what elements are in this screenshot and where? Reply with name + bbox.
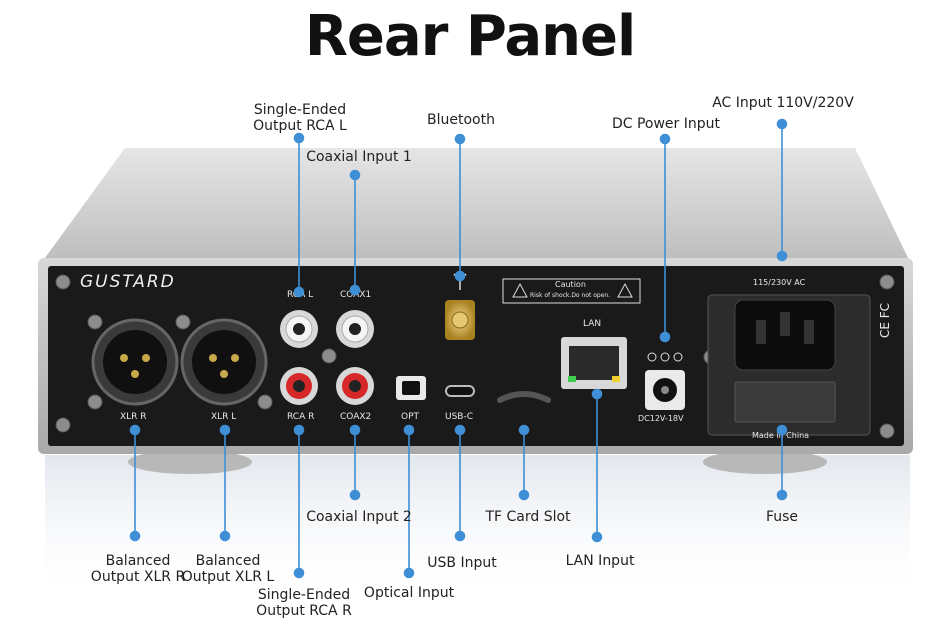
page-title: Rear Panel bbox=[304, 4, 636, 69]
label-rca-l: RCA L bbox=[287, 290, 314, 300]
label-lan: LAN bbox=[583, 319, 602, 329]
coax1-jack bbox=[336, 310, 374, 348]
foot-left bbox=[128, 450, 252, 474]
lan-port bbox=[561, 337, 627, 389]
callout-single-ended-rca-r: Single-Ended Output RCA R bbox=[256, 587, 352, 619]
xlr-r-connector bbox=[91, 318, 179, 406]
label-coax1: COAX1 bbox=[340, 290, 372, 300]
rca-r-jack bbox=[280, 367, 318, 405]
callout-fuse: Fuse bbox=[765, 509, 799, 525]
callout-coaxial-input-1: Coaxial Input 1 bbox=[306, 149, 412, 165]
label-xlr-r: XLR R bbox=[120, 412, 147, 422]
callout-ac-input: AC Input 110V/220V bbox=[712, 95, 854, 111]
label-made-in: Made in China bbox=[752, 431, 810, 440]
callout-balanced-xlr-l: Balanced Output XLR L bbox=[181, 553, 275, 585]
callout-dc-power-input: DC Power Input bbox=[611, 116, 721, 132]
callout-balanced-xlr-r: Balanced Output XLR R bbox=[90, 553, 186, 585]
callout-tf-card-slot: TF Card Slot bbox=[485, 509, 571, 525]
callout-usb-input: USB Input bbox=[427, 555, 497, 571]
coax2-jack bbox=[336, 367, 374, 405]
label-usbc: USB-C bbox=[445, 412, 474, 422]
caution-label bbox=[502, 278, 641, 304]
callout-single-ended-rca-l: Single-Ended Output RCA L bbox=[253, 102, 347, 134]
label-rca-r: RCA R bbox=[287, 412, 315, 422]
usb-c-port bbox=[445, 385, 475, 397]
xlr-l-connector bbox=[180, 318, 268, 406]
tf-card-slot bbox=[497, 391, 551, 403]
label-dc-spec: DC12V-18V bbox=[638, 414, 684, 423]
optical-port bbox=[396, 376, 426, 400]
label-ac-spec: 115/230V AC bbox=[753, 278, 806, 287]
ac-inlet bbox=[707, 294, 871, 436]
callout-bluetooth: Bluetooth bbox=[427, 112, 495, 128]
rca-l-jack bbox=[280, 310, 318, 348]
label-opt: OPT bbox=[401, 412, 420, 422]
label-coax2: COAX2 bbox=[340, 412, 372, 422]
reflection bbox=[45, 455, 910, 605]
caution-title: Caution bbox=[555, 280, 586, 289]
label-cert: CE FC bbox=[878, 302, 892, 338]
caution-text: Risk of shock.Do not open. bbox=[530, 292, 611, 299]
bluetooth-antenna-connector bbox=[445, 273, 475, 340]
foot-right bbox=[703, 450, 827, 474]
callout-coaxial-input-2: Coaxial Input 2 bbox=[306, 509, 412, 525]
callout-lan-input: LAN Input bbox=[565, 553, 635, 569]
callout-optical-input: Optical Input bbox=[363, 585, 455, 601]
chassis-top bbox=[42, 148, 910, 262]
label-xlr-l: XLR L bbox=[211, 412, 237, 422]
dc-power-jack bbox=[645, 352, 685, 410]
brand-logo: GUSTARD bbox=[80, 272, 176, 292]
